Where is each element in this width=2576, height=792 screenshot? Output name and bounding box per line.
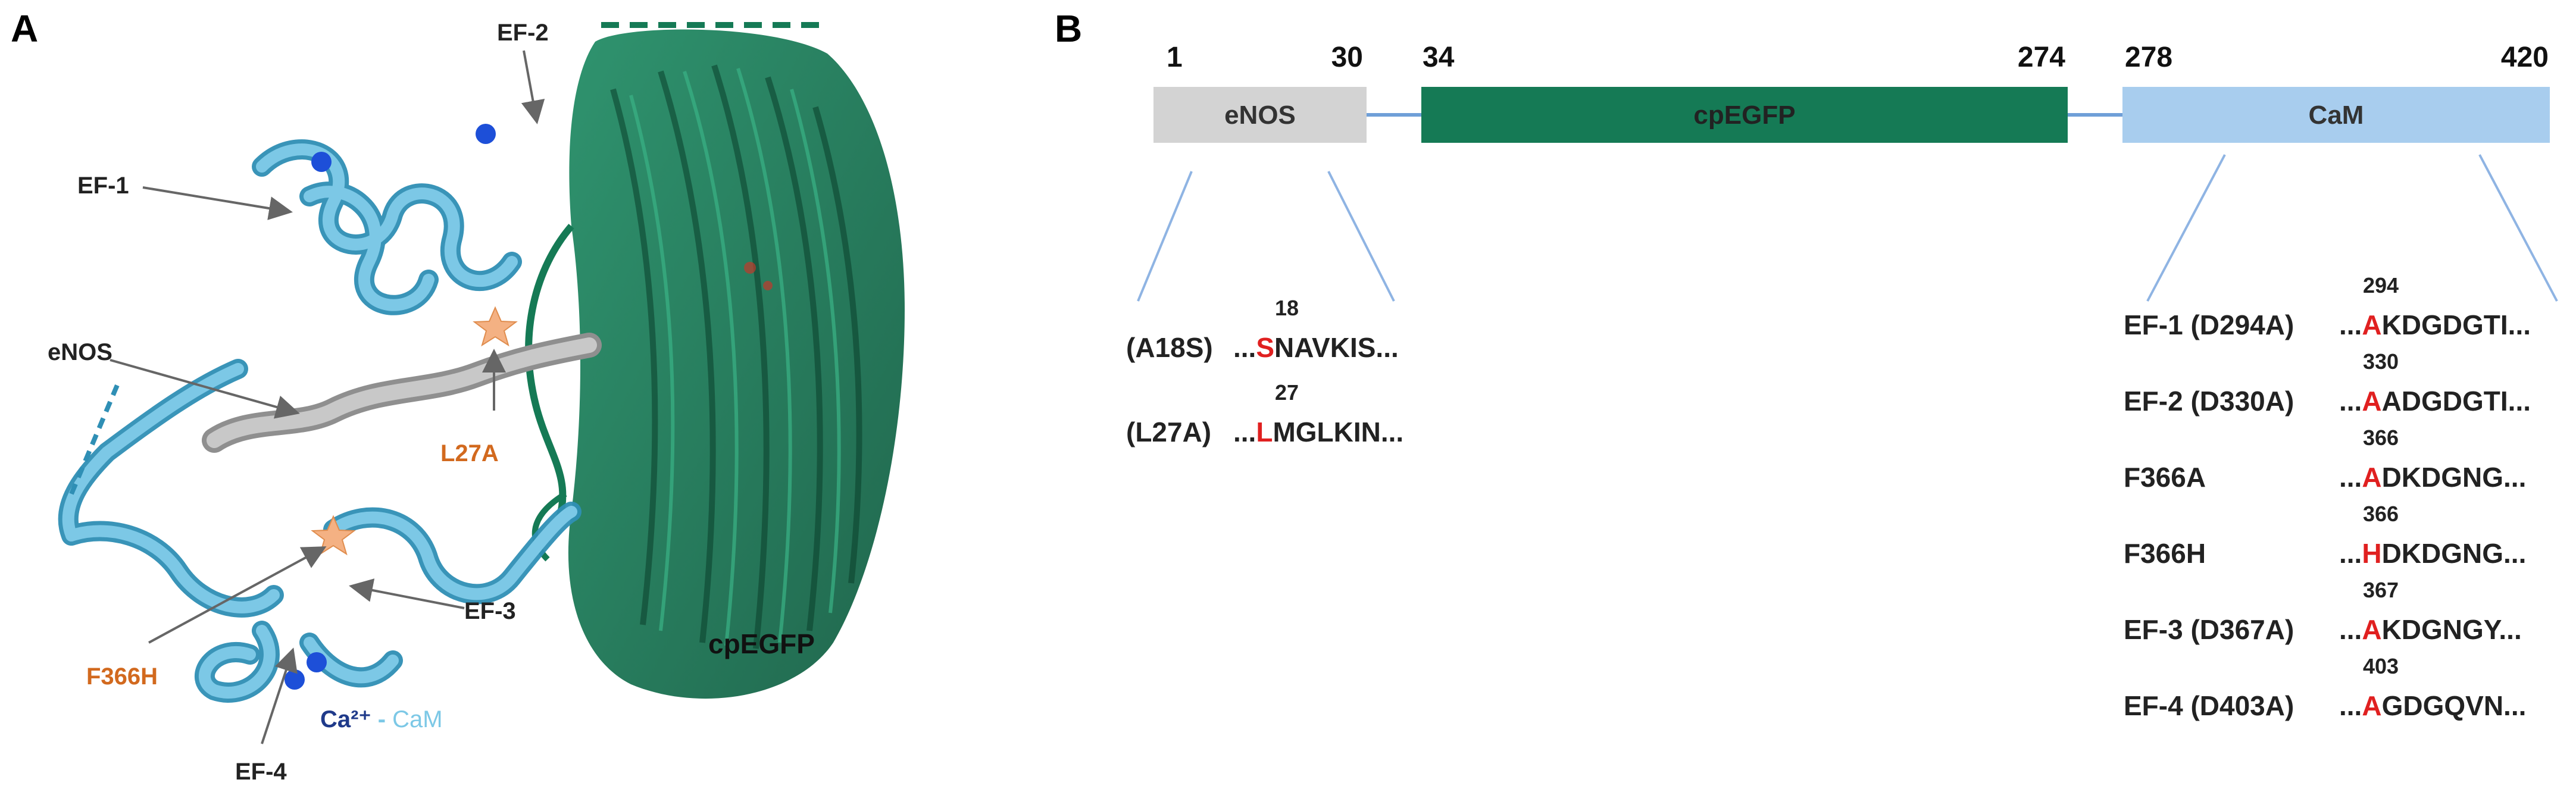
enos-mutation-position: 18 bbox=[1275, 296, 1299, 320]
domain-cam-box bbox=[2122, 87, 2550, 143]
cam-mutation-sequence: ...HDKDGNG... bbox=[2339, 538, 2526, 569]
cam-mutation-position: 294 bbox=[2363, 273, 2399, 298]
domain-enos-end: 30 bbox=[1331, 42, 1363, 73]
cam-mutation-position: 366 bbox=[2363, 502, 2399, 526]
domain-cpegfp-start: 34 bbox=[1423, 42, 1455, 73]
domain-cpegfp-name: cpEGFP bbox=[1693, 101, 1795, 130]
ca-cam-label: Ca²⁺ - CaM bbox=[320, 706, 443, 732]
enos-label: eNOS bbox=[48, 339, 112, 365]
cam-mutation-label: EF-4 (D403A) bbox=[2124, 690, 2294, 721]
l27a-label: L27A bbox=[440, 440, 499, 467]
enos-mutation-list: 18 (A18S) ...SNAVKIS... 27 (L27A) ...LMG… bbox=[1126, 296, 1403, 447]
zoom-lines bbox=[1137, 154, 2558, 302]
domain-cam-start: 278 bbox=[2125, 42, 2172, 73]
enos-mutation-label: (L27A) bbox=[1126, 417, 1211, 447]
cam-mutation-sequence: ...ADKDGNG... bbox=[2339, 462, 2526, 493]
panel-b-letter: B bbox=[1055, 7, 1082, 50]
enos-mutation-sequence: ...LMGLKIN... bbox=[1233, 417, 1403, 447]
cam-mutation-position: 403 bbox=[2363, 654, 2399, 678]
cpegfp-label: cpEGFP bbox=[708, 628, 815, 659]
ef3-label: EF-3 bbox=[464, 598, 516, 624]
enos-mutation-label: (A18S) bbox=[1126, 332, 1213, 363]
ef1-label: EF-1 bbox=[77, 173, 129, 199]
enos-mutation-position: 27 bbox=[1275, 380, 1299, 405]
ef4-label: EF-4 bbox=[235, 759, 287, 785]
panel-a-letter: A bbox=[11, 7, 38, 50]
cam-mutation-position: 366 bbox=[2363, 425, 2399, 450]
domain-enos-box bbox=[1153, 87, 1367, 143]
cam-structure bbox=[58, 124, 602, 703]
domain-enos-name: eNOS bbox=[1224, 101, 1296, 130]
cam-mutation-label: F366H bbox=[2124, 538, 2206, 569]
panel-a: A bbox=[11, 7, 905, 785]
domain-cpegfp-end: 274 bbox=[2018, 42, 2065, 73]
domain-enos-start: 1 bbox=[1167, 42, 1183, 73]
calcium-label: Ca²⁺ bbox=[320, 706, 371, 732]
cam-mutation-label: EF-3 (D367A) bbox=[2124, 614, 2294, 645]
ef2-label: EF-2 bbox=[497, 20, 549, 46]
domain-cpegfp-box bbox=[1421, 87, 2068, 143]
enos-mutation-sequence: ...SNAVKIS... bbox=[1233, 332, 1399, 363]
f366h-label: F366H bbox=[86, 663, 158, 690]
cam-mutation-sequence: ...AADGDGTI... bbox=[2339, 386, 2531, 417]
cam-mutation-sequence: ...AKDGNGY... bbox=[2339, 614, 2522, 645]
cam-mutation-label: EF-2 (D330A) bbox=[2124, 386, 2294, 417]
cam-mutation-label: F366A bbox=[2124, 462, 2206, 493]
cam-mutation-sequence: ...AGDGQVN... bbox=[2339, 690, 2526, 721]
domain-cam-end: 420 bbox=[2501, 42, 2549, 73]
panel-b: B eNOS cpEGFP CaM 1 30 34 274 278 420 18… bbox=[1055, 7, 2558, 721]
cpegfp-structure bbox=[525, 22, 905, 699]
domain-cam-name: CaM bbox=[2309, 101, 2364, 130]
cam-mutation-list: 294 EF-1 (D294A) ...AKDGDGTI... 330 EF-2… bbox=[2124, 273, 2531, 721]
cam-mutation-position: 330 bbox=[2363, 349, 2399, 374]
cam-label: CaM bbox=[392, 706, 442, 732]
cam-mutation-position: 367 bbox=[2363, 578, 2399, 602]
cam-mutation-label: EF-1 (D294A) bbox=[2124, 309, 2294, 340]
cam-mutation-sequence: ...AKDGDGTI... bbox=[2339, 309, 2531, 340]
